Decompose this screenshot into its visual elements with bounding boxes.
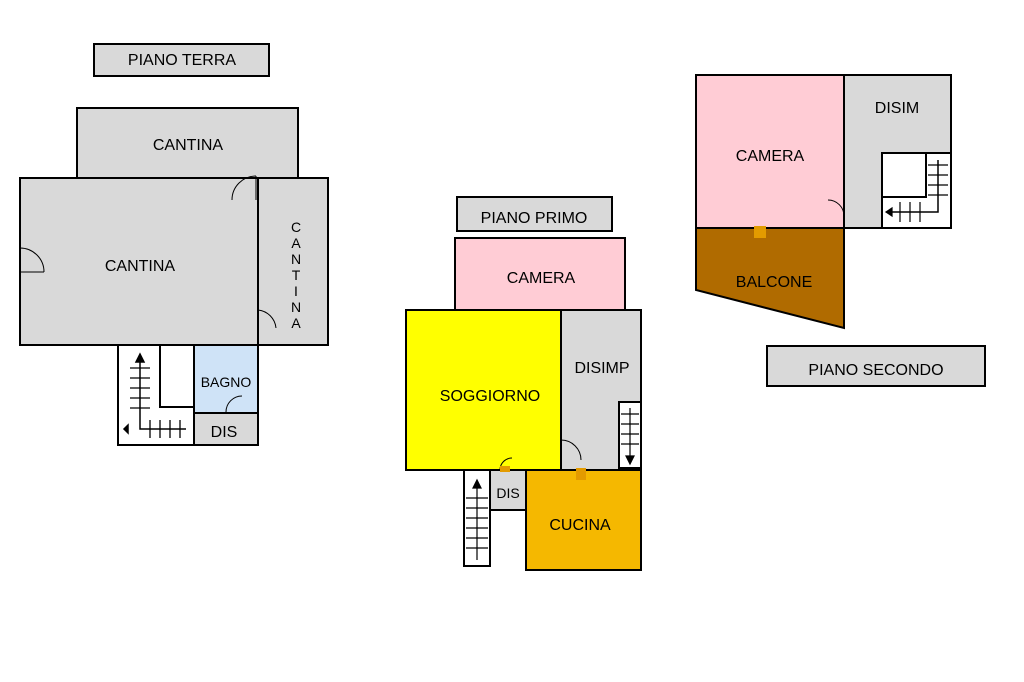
second-floor-title-box — [766, 345, 986, 387]
second-floor: CAMERA DISIM BALCONE PIANO SECONDO — [695, 74, 986, 387]
cantina-side-letter: I — [294, 283, 298, 299]
cantina-side-letter: N — [291, 251, 301, 267]
door-marker — [500, 466, 510, 472]
ground-floor-title: PIANO TERRA — [128, 52, 237, 69]
room-cantina-main — [19, 177, 259, 346]
door-marker — [576, 468, 586, 480]
room-camera-second — [695, 74, 845, 229]
room-cantina-side — [257, 177, 329, 346]
cantina-side-letter: N — [291, 299, 301, 315]
room-balcone — [695, 227, 845, 330]
cantina-side-letter: A — [291, 235, 301, 251]
ground-floor-title-box — [93, 43, 270, 77]
room-cucina-label: CUCINA — [549, 517, 611, 534]
first-floor-title-box — [456, 196, 613, 232]
room-cantina-top-label: CANTINA — [153, 137, 224, 154]
cantina-side-letter: A — [291, 315, 301, 331]
room-dis-ground — [193, 412, 259, 446]
room-dis-ground-label: DIS — [211, 424, 238, 441]
room-dis-first — [489, 469, 527, 511]
first-stair-down-treads — [621, 408, 639, 466]
room-dis-first-label: DIS — [496, 485, 519, 501]
room-cucina — [525, 469, 642, 571]
second-door — [827, 199, 845, 217]
room-cantina-side-label: C A N T I N A — [291, 219, 301, 331]
ground-stair-well — [159, 344, 195, 408]
door-marker — [754, 226, 766, 238]
ground-doors — [19, 175, 277, 413]
room-cantina-top — [76, 107, 299, 179]
room-soggiorno-label: SOGGIORNO — [440, 388, 540, 405]
second-stair-treads — [884, 160, 948, 222]
room-camera-first — [454, 237, 626, 311]
room-cantina-main-label: CANTINA — [105, 258, 176, 275]
room-camera-first-label: CAMERA — [507, 270, 576, 287]
room-disim-label: DISIM — [875, 100, 919, 117]
room-bagno-label: BAGNO — [201, 374, 252, 390]
room-balcone-label: BALCONE — [736, 274, 812, 291]
ground-floor: PIANO TERRA CANTINA CANTINA C A N T I N … — [19, 43, 329, 446]
first-floor: PIANO PRIMO CAMERA SOGGIORNO DISIMP CUCI… — [405, 196, 642, 571]
room-disimp-label: DISIMP — [574, 360, 629, 377]
first-floor-title: PIANO PRIMO — [481, 210, 588, 227]
room-camera-second-label: CAMERA — [736, 148, 805, 165]
cantina-side-letter: T — [292, 267, 301, 283]
cantina-side-letter: C — [291, 219, 301, 235]
second-stair-well — [881, 152, 927, 198]
first-stair-up-treads — [466, 478, 488, 560]
second-floor-title: PIANO SECONDO — [808, 362, 943, 379]
room-soggiorno — [405, 309, 562, 471]
ground-stair-arrow — [122, 352, 186, 435]
room-bagno — [193, 344, 259, 414]
